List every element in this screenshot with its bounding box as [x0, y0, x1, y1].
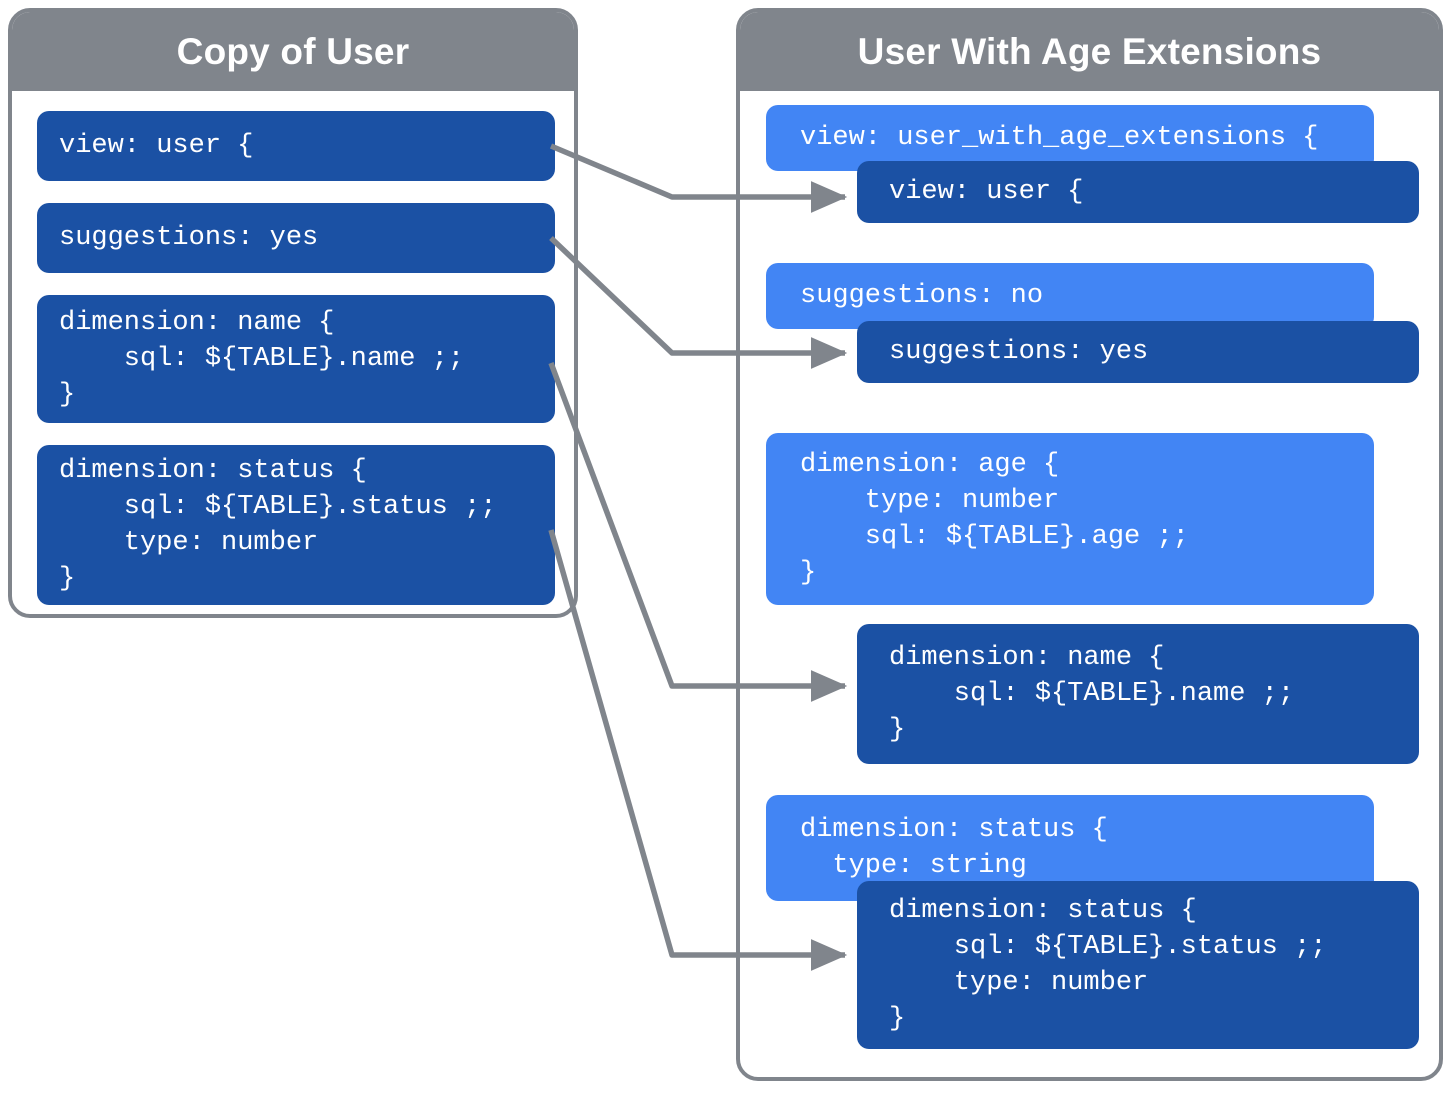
- block-view-declaration[interactable]: view: user {: [37, 111, 555, 181]
- code-text: dimension: status { sql: ${TABLE}.status…: [59, 456, 497, 594]
- code-text: view: user {: [889, 177, 1084, 207]
- block-dimension-name[interactable]: dimension: name { sql: ${TABLE}.name ;; …: [37, 295, 555, 423]
- code-text: suggestions: yes: [889, 337, 1149, 367]
- code-text: dimension: name { sql: ${TABLE}.name ;; …: [59, 308, 465, 410]
- code-text: dimension: age { type: number sql: ${TAB…: [800, 450, 1189, 588]
- block-suggestions-parameter-base[interactable]: suggestions: yes: [857, 321, 1419, 383]
- code-text: dimension: status { sql: ${TABLE}.status…: [889, 896, 1327, 1034]
- code-text: view: user_with_age_extensions {: [800, 123, 1319, 153]
- panel-right-title: User With Age Extensions: [740, 12, 1439, 91]
- panel-user-with-age-extensions: User With Age Extensions view: user_with…: [736, 8, 1443, 1081]
- block-dimension-age-extension[interactable]: dimension: age { type: number sql: ${TAB…: [766, 433, 1374, 605]
- block-dimension-status[interactable]: dimension: status { sql: ${TABLE}.status…: [37, 445, 555, 605]
- code-text: suggestions: no: [800, 281, 1044, 311]
- panel-copy-of-user: Copy of User view: user { suggestions: y…: [8, 8, 578, 618]
- panel-left-title: Copy of User: [12, 12, 574, 91]
- block-dimension-status-base[interactable]: dimension: status { sql: ${TABLE}.status…: [857, 881, 1419, 1049]
- block-dimension-name-base[interactable]: dimension: name { sql: ${TABLE}.name ;; …: [857, 624, 1419, 764]
- code-text: dimension: name { sql: ${TABLE}.name ;; …: [889, 643, 1295, 745]
- block-suggestions-parameter[interactable]: suggestions: yes: [37, 203, 555, 273]
- code-text: view: user {: [59, 131, 254, 161]
- block-view-declaration-base[interactable]: view: user {: [857, 161, 1419, 223]
- block-suggestions-parameter-extension[interactable]: suggestions: no: [766, 263, 1374, 329]
- code-text: suggestions: yes: [59, 223, 319, 253]
- block-view-declaration-extension[interactable]: view: user_with_age_extensions {: [766, 105, 1374, 171]
- code-text: dimension: status { type: string: [800, 815, 1108, 881]
